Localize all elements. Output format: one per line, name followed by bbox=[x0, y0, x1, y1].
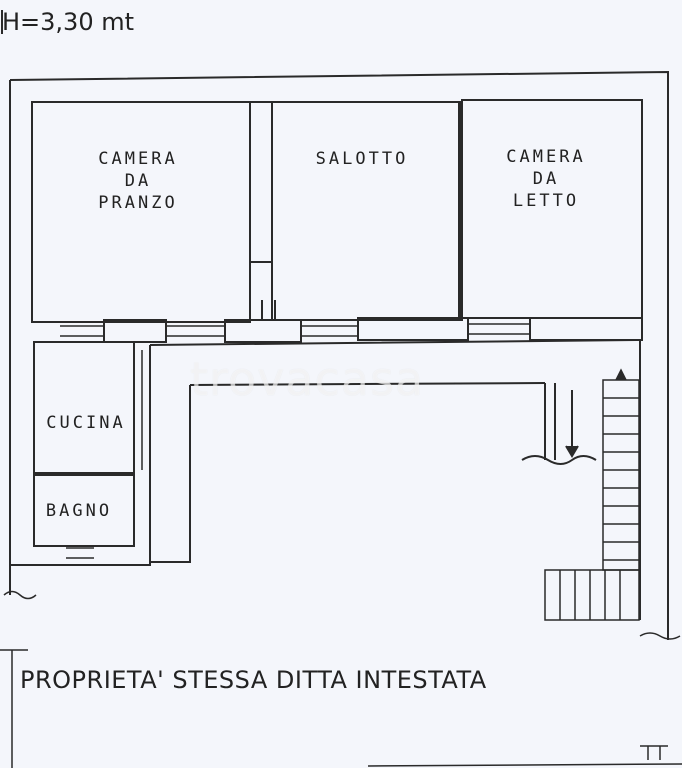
service-wall bbox=[10, 345, 151, 566]
windows bbox=[60, 262, 530, 559]
room-label-bedroom: CAMERA DA LETTO bbox=[506, 147, 586, 211]
room-label-dining: CAMERA DA PRANZO bbox=[98, 149, 178, 213]
kitchen-outline bbox=[33, 341, 135, 475]
right-wall bbox=[544, 340, 641, 620]
ceiling-height-note: H=3,30 mt bbox=[2, 8, 135, 36]
room-label-kitchen: CUCINA bbox=[46, 413, 126, 433]
room-label-living: SALOTTO bbox=[315, 149, 409, 169]
pillar bbox=[249, 101, 273, 263]
watermark-logo: trovacasa bbox=[190, 352, 425, 406]
outer-wall bbox=[9, 70, 669, 640]
staircase bbox=[544, 368, 640, 621]
living-room-outline bbox=[271, 101, 463, 321]
ownership-note: PROPRIETA' STESSA DITTA INTESTATA bbox=[20, 666, 487, 694]
room-label-bathroom: BAGNO bbox=[45, 501, 113, 521]
